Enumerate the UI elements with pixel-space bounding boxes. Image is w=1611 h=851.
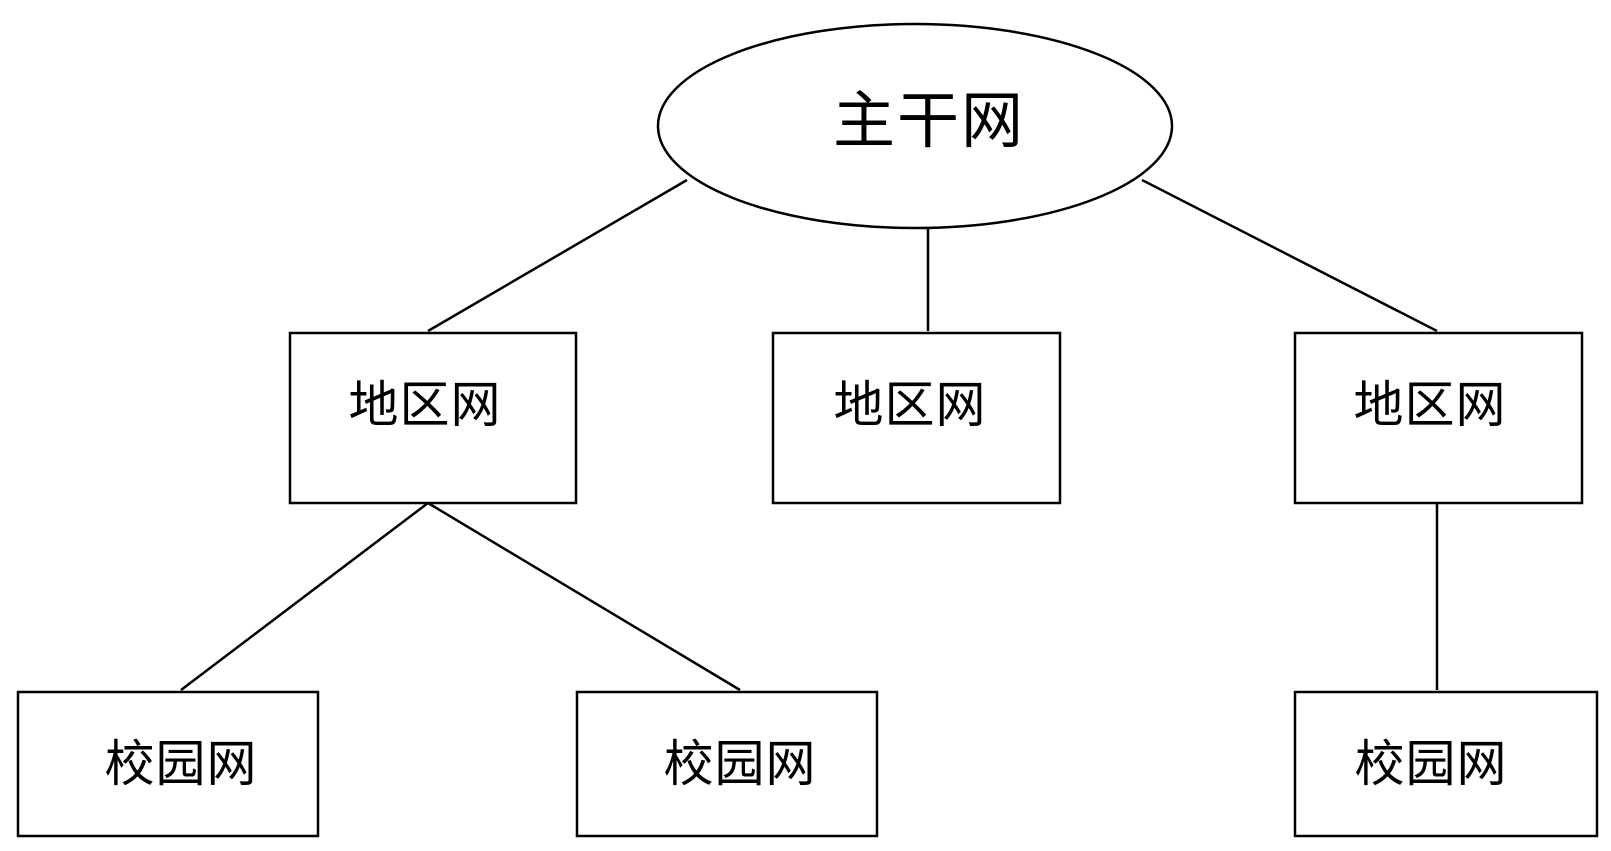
campus-label-right: 校园网: [1355, 735, 1508, 793]
region-node-right: 地区网: [1293, 331, 1584, 505]
campus-node-middle: 校园网: [575, 690, 879, 838]
root-label: 主干网: [833, 84, 1025, 157]
campus-label-left: 校园网: [105, 735, 258, 793]
region-box-left: [288, 331, 578, 505]
root-node: 主干网: [656, 22, 1174, 230]
campus-node-left: 校园网: [16, 690, 320, 838]
campus-node-right: 校园网: [1293, 690, 1599, 838]
region-label-center: 地区网: [834, 376, 987, 434]
edge-region-left-campus-left: [180, 502, 429, 691]
campus-label-middle: 校园网: [664, 735, 817, 793]
edge-root-region-left: [427, 178, 688, 333]
region-node-center: 地区网: [771, 331, 1062, 505]
region-node-left: 地区网: [288, 331, 578, 505]
region-label-left: 地区网: [349, 376, 502, 434]
campus-box-right: [1293, 690, 1599, 838]
campus-box-left: [16, 690, 320, 838]
edge-region-left-campus-middle: [427, 501, 741, 692]
region-box-center: [771, 331, 1062, 505]
region-label-right: 地区网: [1354, 376, 1507, 434]
region-box-right: [1293, 331, 1584, 505]
edge-root-region-right: [1141, 178, 1438, 333]
campus-box-middle: [575, 690, 879, 838]
root-ellipse: [656, 22, 1174, 230]
